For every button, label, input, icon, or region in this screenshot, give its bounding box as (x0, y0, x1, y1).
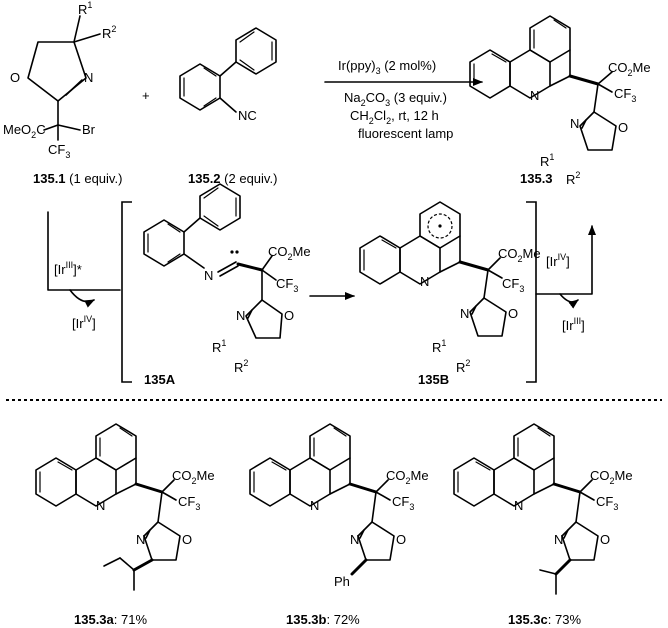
atom-n: N (96, 498, 105, 513)
atom-n: N (136, 532, 145, 547)
atom-o: O (10, 70, 20, 85)
cycle-arrow-left (69, 289, 95, 308)
atom-n: N (514, 498, 523, 513)
atom-n: N (460, 306, 469, 321)
label-r1: R1 (78, 0, 92, 17)
intermediate-135a-structure (143, 183, 283, 339)
ir-iv-right: [IrIV] (546, 252, 570, 269)
label-r2: R2 (566, 170, 580, 187)
label-co2me: CO2Me (498, 246, 541, 264)
ir-iii-right: [IrIII] (562, 316, 585, 333)
condition-light: fluorescent lamp (358, 126, 453, 141)
label-co2me: CO2Me (172, 468, 215, 486)
atom-o: O (508, 306, 518, 321)
atom-n: N (554, 532, 563, 547)
atom-o: O (618, 120, 628, 135)
carbene-dot (235, 250, 239, 254)
intermediate-135b-structure (359, 201, 507, 337)
condition-catalyst: Ir(ppy)3 (2 mol%) (338, 58, 436, 76)
carbene-dot (230, 250, 234, 254)
label-r1: R1 (212, 338, 226, 355)
condition-solvent: CH2Cl2, rt, 12 h (350, 108, 439, 126)
example-135-3c-structure (453, 423, 599, 595)
atom-n: N (350, 532, 359, 547)
product-135-3-structure (469, 15, 617, 151)
atom-n: N (570, 116, 579, 131)
intermediate-label-135a: 135A (144, 372, 176, 387)
label-cf3: CF3 (596, 494, 618, 512)
bracket-right (526, 201, 537, 383)
atom-n: N (420, 274, 429, 289)
label-cf3: CF3 (276, 276, 298, 294)
example-label-135-3c: 135.3c: 73% (508, 612, 581, 627)
compound-label-135-2: 135.2 (2 equiv.) (188, 171, 277, 186)
atom-o: O (284, 308, 294, 323)
label-cf3: CF3 (502, 276, 524, 294)
atom-n: N (84, 70, 93, 85)
intermediate-label-135b: 135B (418, 372, 449, 387)
group-nc: NC (238, 108, 257, 123)
label-r1: R1 (540, 152, 554, 169)
label-r1: R1 (432, 338, 446, 355)
label-co2me: CO2Me (268, 244, 311, 262)
atom-n: N (530, 88, 539, 103)
atom-o: O (182, 532, 192, 547)
label-co2me: CO2Me (590, 468, 633, 486)
atom-br: Br (82, 122, 96, 137)
cycle-arrow-right (559, 293, 579, 309)
label-cf3: CF3 (48, 142, 70, 160)
label-cf3: CF3 (614, 86, 636, 104)
atom-o: O (396, 532, 406, 547)
compound-label-135-3: 135.3 (520, 171, 553, 186)
atom-n: N (204, 268, 213, 283)
label-meo2c: MeO2C (3, 122, 46, 140)
example-135-3b-structure (249, 423, 395, 576)
label-r2: R2 (102, 24, 116, 41)
label-cf3: CF3 (178, 494, 200, 512)
reactant-135-2-structure (179, 27, 277, 113)
example-label-135-3b: 135.3b: 72% (286, 612, 360, 627)
atom-n: N (310, 498, 319, 513)
ir-iii-star: [IrIII]* (54, 260, 82, 277)
label-r2: R2 (234, 358, 248, 375)
compound-label-135-1: 135.1 (1 equiv.) (33, 171, 122, 186)
example-label-135-3a: 135.3a: 71% (74, 612, 147, 627)
cycle-line-right (535, 225, 596, 295)
radical-dot (438, 224, 442, 228)
condition-base: Na2CO3 (3 equiv.) (344, 90, 447, 108)
label-r2: R2 (456, 358, 470, 375)
label-co2me: CO2Me (386, 468, 429, 486)
example-135-3a-structure (35, 423, 181, 591)
label-co2me: CO2Me (608, 60, 651, 78)
atom-o: O (600, 532, 610, 547)
plus-sign: + (142, 88, 150, 103)
ir-iv-left: [IrIV] (72, 314, 96, 331)
cycle-line-left (47, 211, 121, 291)
bracket-left (121, 201, 132, 383)
atom-n: N (236, 308, 245, 323)
group-ph: Ph (334, 574, 350, 589)
radical-delocalization-circle (427, 213, 453, 239)
reactant-135-1-structure (27, 15, 101, 141)
label-cf3: CF3 (392, 494, 414, 512)
